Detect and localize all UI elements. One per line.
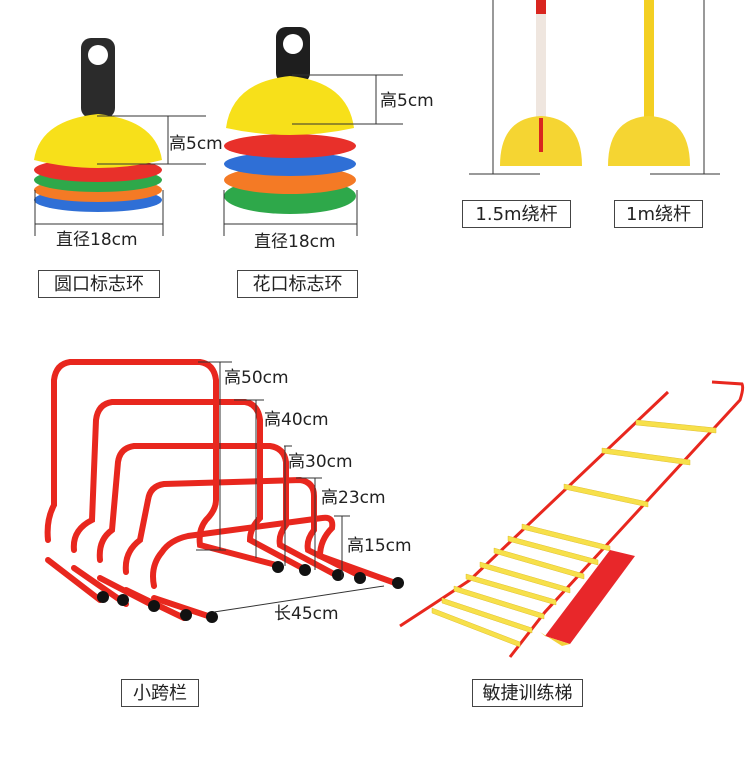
hurdle-height-23: 高23cm xyxy=(321,488,386,508)
label-flower-cone: 花口标志环 xyxy=(237,270,358,298)
hurdle-dimension-lines xyxy=(196,361,385,613)
flower-cone-diameter: 直径18cm xyxy=(254,232,336,252)
pole-1m-image xyxy=(608,0,720,175)
label-hurdles: 小跨栏 xyxy=(121,679,199,707)
label-round-cone: 圆口标志环 xyxy=(38,270,160,298)
label-ladder: 敏捷训练梯 xyxy=(472,679,583,707)
round-cone-height: 高5cm xyxy=(169,134,223,154)
flower-cone-height: 高5cm xyxy=(380,91,434,111)
hurdle-length: 长45cm xyxy=(274,604,339,624)
hurdle-height-15: 高15cm xyxy=(347,536,412,556)
round-cone-diameter: 直径18cm xyxy=(56,230,138,250)
ladder-image xyxy=(399,380,745,658)
hurdles-image xyxy=(44,359,401,621)
label-pole-1.5m: 1.5m绕杆 xyxy=(462,200,571,228)
hurdle-feet xyxy=(97,561,404,623)
hurdle-height-40: 高40cm xyxy=(264,410,329,430)
pole-1.5m-image xyxy=(469,0,582,175)
label-pole-1m: 1m绕杆 xyxy=(614,200,703,228)
flower-cone-image xyxy=(223,27,403,236)
round-cone-image xyxy=(34,38,206,236)
hurdle-height-50: 高50cm xyxy=(224,368,289,388)
hurdle-height-30: 高30cm xyxy=(288,452,353,472)
